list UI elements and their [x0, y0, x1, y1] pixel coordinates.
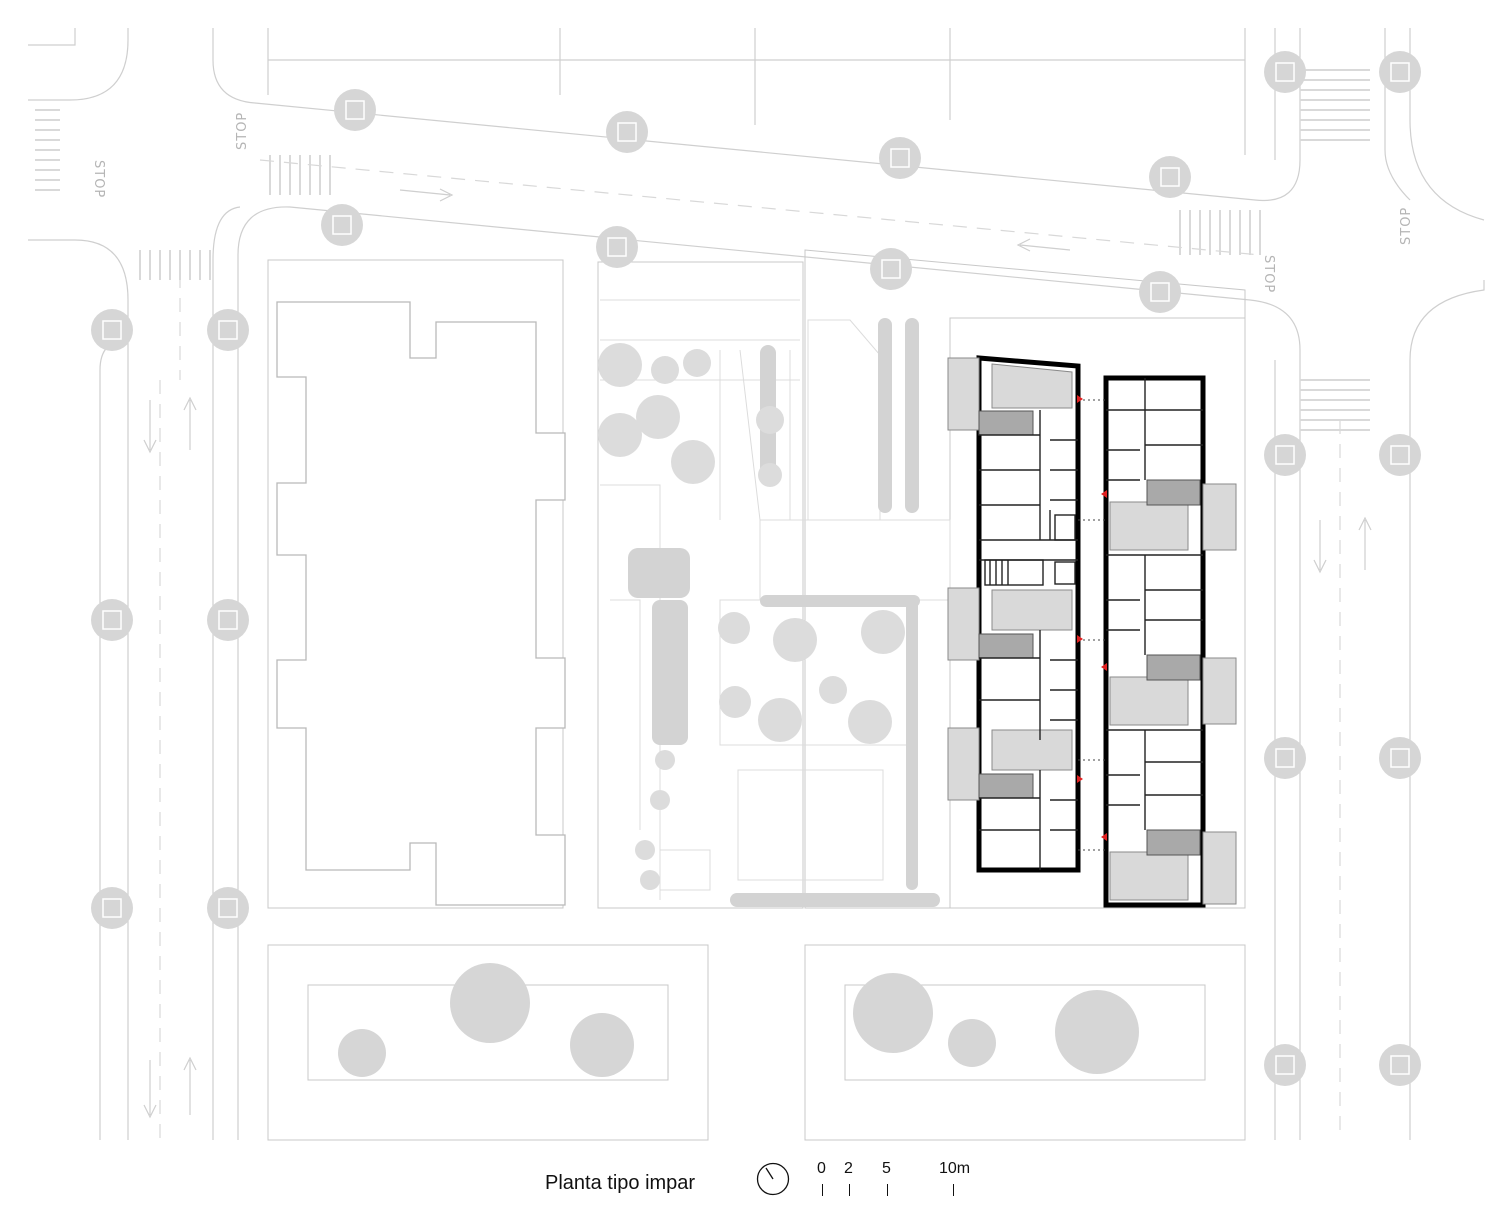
tree-icon	[596, 226, 638, 268]
north-arrow-icon	[756, 1162, 790, 1196]
tree-icon	[91, 887, 133, 929]
scale-tick	[953, 1184, 954, 1196]
tree-icon	[321, 204, 363, 246]
scale-label-2: 2	[844, 1160, 853, 1177]
tree-pit	[1160, 167, 1180, 187]
scale-label-10m: 10m	[939, 1160, 971, 1177]
stop-label: STOP	[235, 112, 250, 150]
lane-arrows	[143, 188, 1372, 1119]
tree-pit	[345, 100, 365, 120]
stop-label: STOP	[91, 160, 106, 198]
tree-icon	[207, 309, 249, 351]
existing-building	[276, 301, 566, 906]
scale-tick	[887, 1184, 888, 1196]
tree-icon	[207, 599, 249, 641]
tree-pit	[102, 610, 122, 630]
tree-icon	[1379, 1044, 1421, 1086]
stop-label: STOP	[1399, 207, 1414, 245]
tree-icon	[334, 89, 376, 131]
scale-tick	[849, 1184, 850, 1196]
tree-pit	[1390, 1055, 1410, 1075]
tree-pit	[102, 898, 122, 918]
tree-icon	[1379, 434, 1421, 476]
tree-pit	[1275, 445, 1295, 465]
tree-icon	[1264, 737, 1306, 779]
scale-tick	[822, 1184, 823, 1196]
tree-pit	[1390, 748, 1410, 768]
tree-pit	[218, 320, 238, 340]
tree-pit	[332, 215, 352, 235]
tree-pit	[617, 122, 637, 142]
tree-icon	[1379, 737, 1421, 779]
tree-icon	[1264, 1044, 1306, 1086]
tree-pit	[607, 237, 627, 257]
tree-pit	[1275, 748, 1295, 768]
trees	[91, 51, 1421, 1086]
tree-icon	[1149, 156, 1191, 198]
tree-pit	[1390, 445, 1410, 465]
tree-pit	[218, 610, 238, 630]
tree-icon	[207, 887, 249, 929]
tree-icon	[1264, 434, 1306, 476]
crosswalks	[35, 69, 1370, 431]
tree-icon	[91, 599, 133, 641]
scale-label-5: 5	[882, 1160, 891, 1177]
tree-pit	[218, 898, 238, 918]
stop-label: STOP	[1261, 255, 1276, 293]
tree-icon	[91, 309, 133, 351]
tree-pit	[890, 148, 910, 168]
drawing-title: Planta tipo impar	[545, 1172, 696, 1194]
tree-pit	[1275, 62, 1295, 82]
hedges	[628, 318, 940, 907]
tree-pit	[881, 259, 901, 279]
housing-block-plan	[947, 355, 1237, 908]
tree-pit	[102, 320, 122, 340]
tree-icon	[879, 137, 921, 179]
tree-icon	[1139, 271, 1181, 313]
tree-icon	[1264, 51, 1306, 93]
tree-pit	[1150, 282, 1170, 302]
tree-pit	[1390, 62, 1410, 82]
tree-icon	[606, 111, 648, 153]
tree-icon	[870, 248, 912, 290]
tree-pit	[1275, 1055, 1295, 1075]
scale-label-0: 0	[817, 1160, 826, 1177]
garden-trees	[338, 343, 1139, 1077]
tree-icon	[1379, 51, 1421, 93]
street-network	[28, 28, 1485, 1140]
stop-markings: STOP STOP STOP STOP	[91, 112, 1414, 294]
